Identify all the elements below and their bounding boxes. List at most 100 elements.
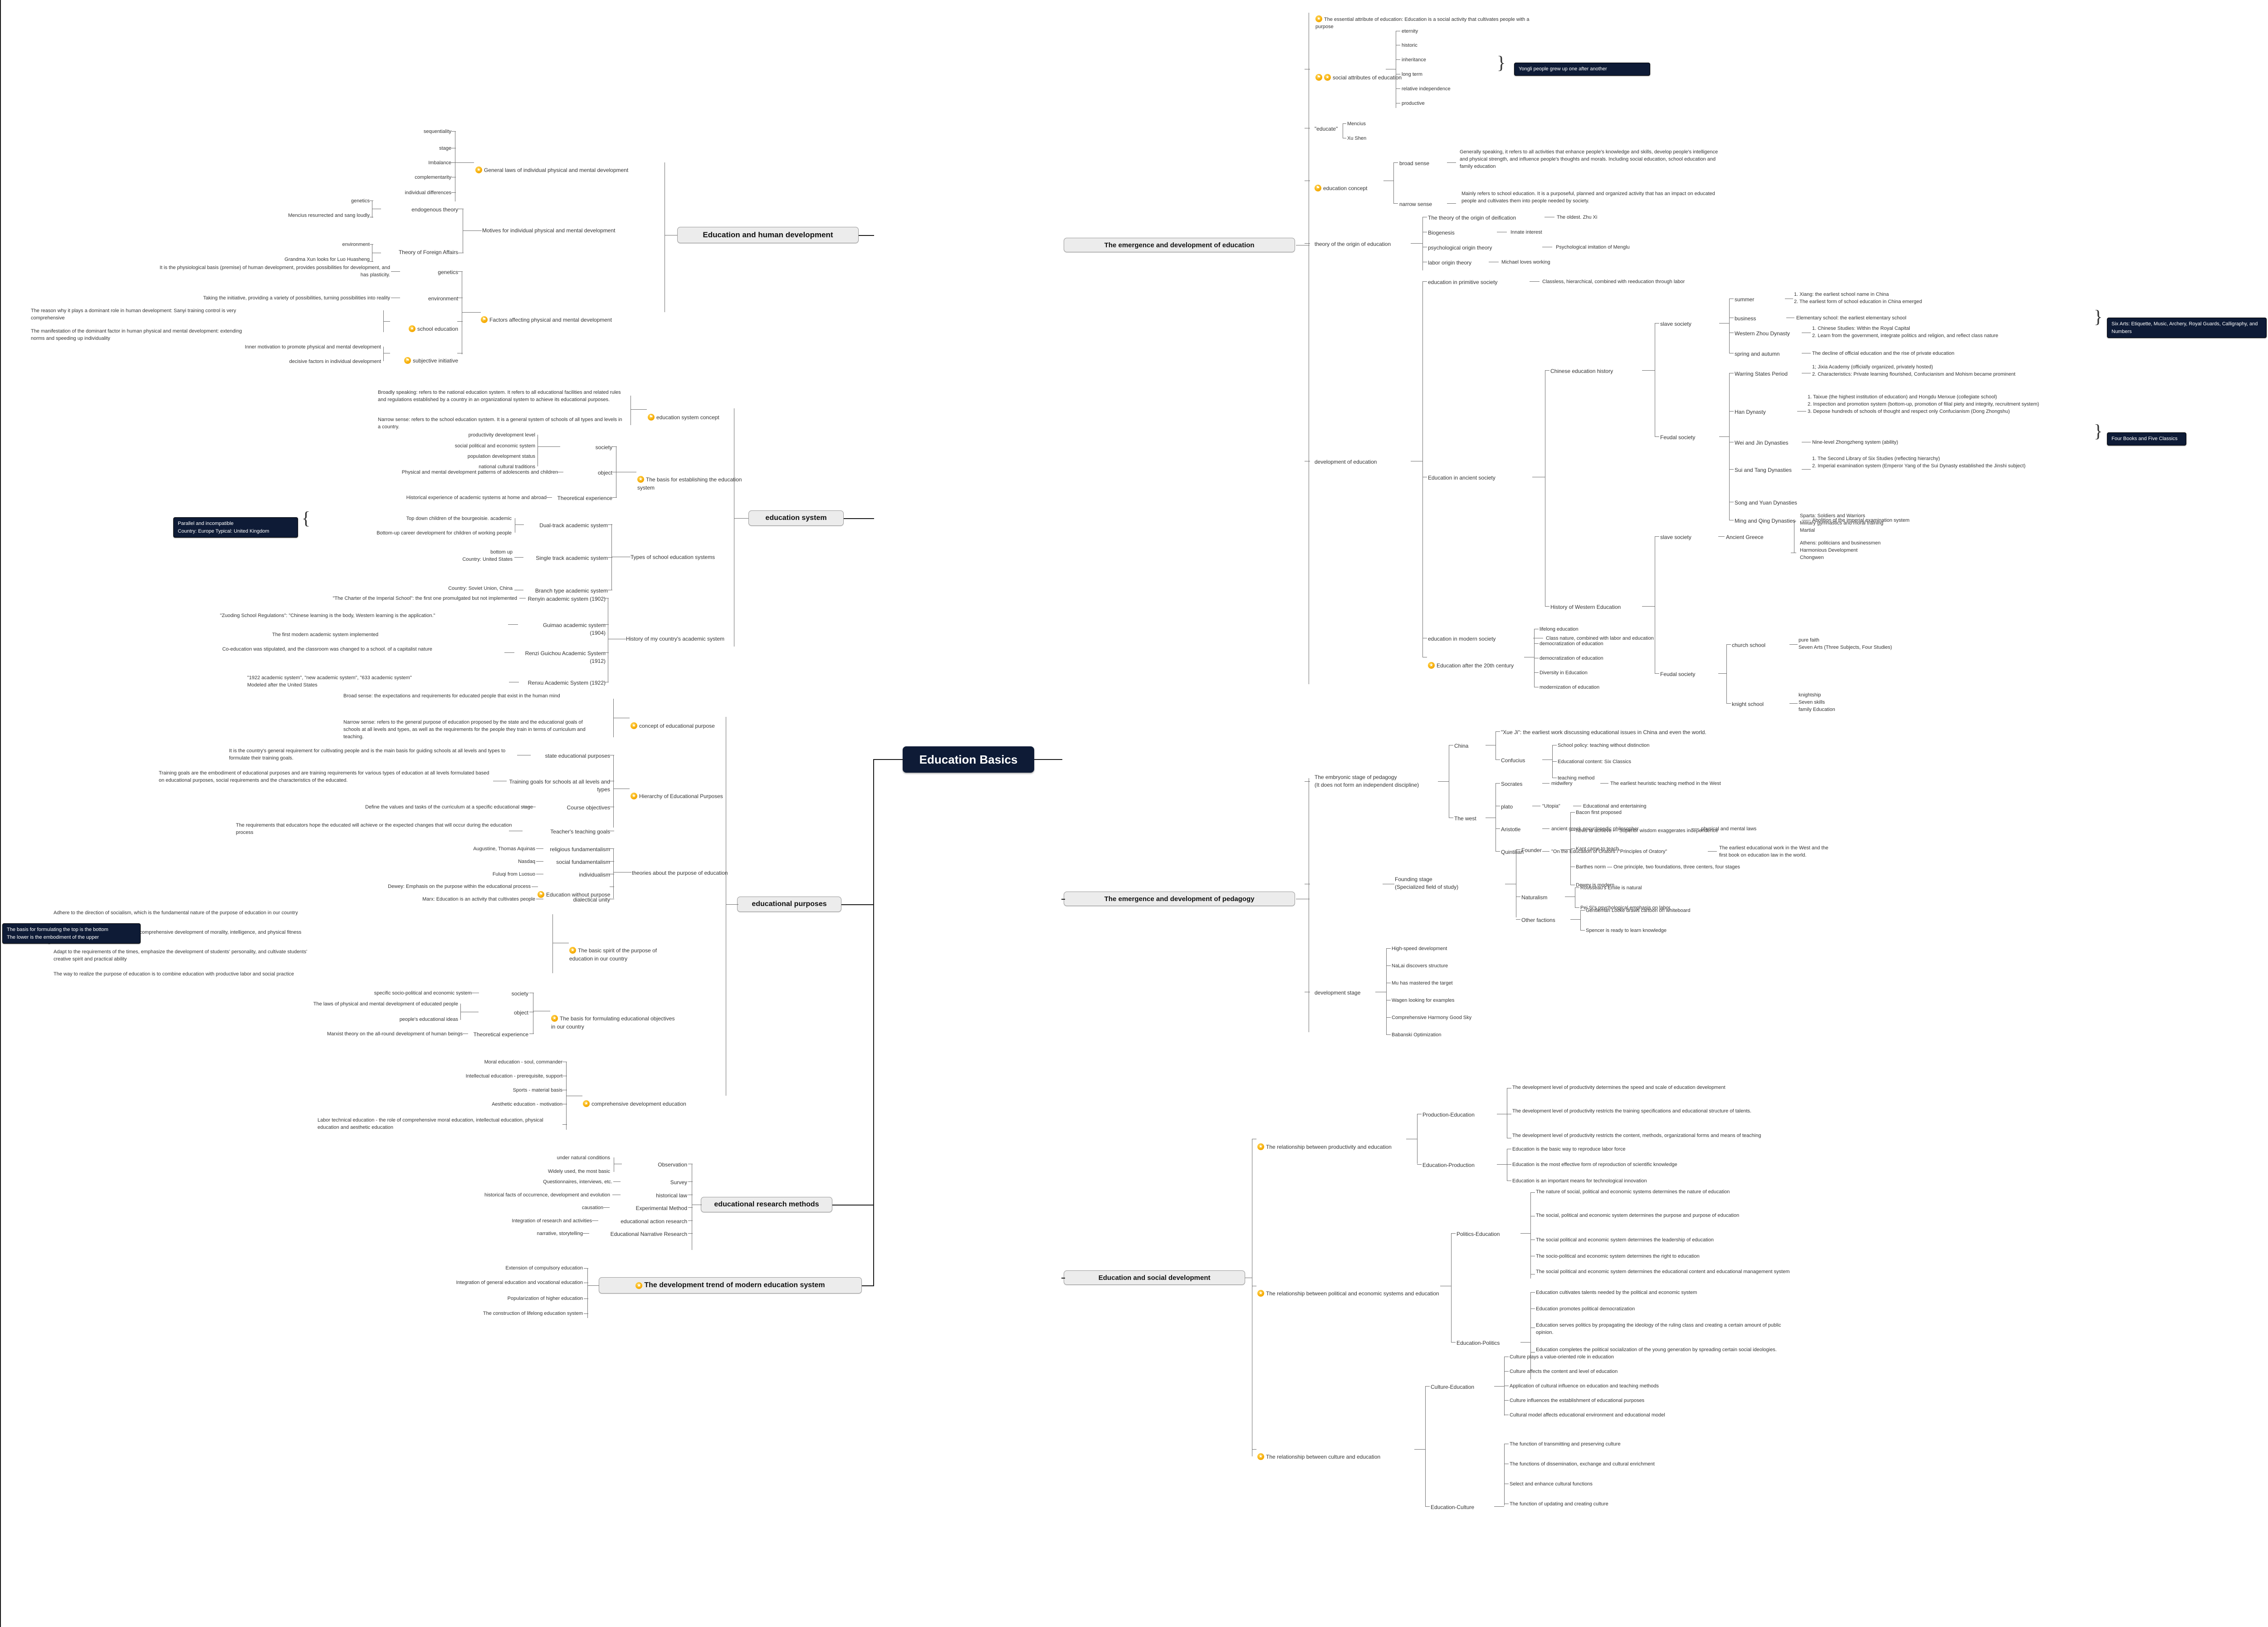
- node-founding-stage[interactable]: Founding stage (Specialized field of stu…: [1395, 876, 1459, 891]
- leaf-social-determines-purpose[interactable]: The social, political and economic syste…: [1536, 1213, 1740, 1218]
- leaf-historical-exp[interactable]: Historical experience of academic system…: [406, 495, 547, 500]
- leaf-grandma-xun[interactable]: Grandma Xun looks for Luo Huasheng: [284, 257, 370, 262]
- leaf-mainly-school[interactable]: Mainly refers to school education. It is…: [1461, 191, 1715, 204]
- node-course-objectives[interactable]: Course objectives: [567, 804, 610, 811]
- node-western-edu-history[interactable]: History of Western Education: [1550, 604, 1621, 610]
- node-education-system-concept[interactable]: education system concept: [648, 406, 748, 422]
- leaf-mingqing-desc[interactable]: Abolition of the imperial examination sy…: [1812, 518, 1910, 523]
- leaf-marx[interactable]: Marx: Education is an activity that cult…: [422, 897, 535, 902]
- leaf-historical-facts[interactable]: historical facts of occurrence, developm…: [484, 1192, 610, 1198]
- leaf-business-desc[interactable]: Elementary school: the earliest elementa…: [1796, 315, 1906, 321]
- leaf-teacher-req[interactable]: The requirements that educators hope the…: [236, 823, 512, 835]
- node-confucius[interactable]: Confucius: [1501, 757, 1525, 764]
- node-psych-origin[interactable]: psychological origin theory: [1428, 245, 1492, 251]
- leaf-democratization-1[interactable]: democratization of education: [1540, 641, 1603, 647]
- leaf-moral-education[interactable]: Moral education - soul, commander: [484, 1059, 562, 1065]
- leaf-social-political[interactable]: social political and economic system: [455, 443, 535, 449]
- leaf-es-broad[interactable]: Broadly speaking: refers to the national…: [378, 390, 621, 402]
- leaf-spencer[interactable]: Spencer is ready to learn knowledge: [1586, 928, 1667, 933]
- node-observation[interactable]: Observation: [658, 1161, 687, 1168]
- leaf-productive[interactable]: productive: [1402, 101, 1425, 106]
- node-hierarchy-purposes[interactable]: Hierarchy of Educational Purposes: [631, 785, 739, 801]
- leaf-zuoding[interactable]: "Zuoding School Regulations": "Chinese l…: [220, 613, 435, 618]
- leaf-laws-physical[interactable]: The laws of physical and mental developm…: [313, 1001, 458, 1007]
- node-slave-society-west[interactable]: slave society: [1660, 534, 1691, 540]
- leaf-first-modern[interactable]: The first modern academic system impleme…: [272, 632, 379, 637]
- node-modern-society-edu[interactable]: education in modern society: [1428, 636, 1496, 642]
- node-ep-society[interactable]: society: [511, 990, 528, 997]
- node-culture-education[interactable]: Culture-Education: [1431, 1384, 1475, 1390]
- callout-basic-spirit[interactable]: The basis for formulating the top is the…: [2, 923, 141, 944]
- node-chinese-edu-history[interactable]: Chinese education history: [1550, 368, 1613, 374]
- leaf-marxist-theory[interactable]: Marxist theory on the all-round developm…: [327, 1031, 463, 1037]
- node-es-society[interactable]: society: [595, 444, 612, 451]
- leaf-edu-entertaining[interactable]: Educational and entertaining: [1583, 804, 1647, 809]
- leaf-social-determines-leadership[interactable]: The social political and economic system…: [1536, 1237, 1714, 1243]
- node-ming-qing[interactable]: Ming and Qing Dynasties: [1735, 518, 1796, 524]
- leaf-warring-desc[interactable]: 1; Jixia Academy (officially organized, …: [1812, 364, 2016, 377]
- leaf-causation[interactable]: causation: [582, 1205, 603, 1210]
- leaf-aesthetic-education[interactable]: Aesthetic education - motivation: [492, 1102, 562, 1107]
- node-church-school[interactable]: church school: [1732, 642, 1766, 648]
- root-node[interactable]: Education Basics: [903, 746, 1034, 773]
- leaf-physiological-basis[interactable]: It is the physiological basis (premise) …: [159, 265, 390, 278]
- leaf-dominant-factor[interactable]: The manifestation of the dominant factor…: [31, 328, 242, 341]
- node-ancient-greece[interactable]: Ancient Greece: [1726, 534, 1764, 540]
- leaf-integration-research[interactable]: Integration of research and activities: [512, 1218, 592, 1224]
- leaf-spring-desc[interactable]: The decline of official education and th…: [1812, 351, 1955, 356]
- node-song-yuan[interactable]: Song and Yuan Dynasties: [1735, 500, 1797, 506]
- leaf-questionnaires[interactable]: Questionnaires, interviews, etc.: [543, 1179, 612, 1185]
- leaf-1922-system[interactable]: "1922 academic system", "new academic sy…: [247, 675, 412, 688]
- leaf-psych-imitation[interactable]: Psychological imitation of Menglu: [1556, 245, 1630, 250]
- node-social-fund[interactable]: social fundamentalism: [556, 859, 610, 865]
- leaf-diversity[interactable]: Diversity in Education: [1540, 670, 1588, 676]
- callout-dual-track[interactable]: Parallel and incompatible Country: Europ…: [173, 517, 298, 538]
- node-branch-type[interactable]: Branch type academic system: [535, 588, 608, 594]
- leaf-knightship[interactable]: knightship Seven skills family Education: [1799, 692, 1835, 712]
- leaf-han-desc[interactable]: 1. Taixue (the highest institution of ed…: [1808, 394, 2039, 414]
- leaf-stage[interactable]: stage: [439, 146, 451, 151]
- leaf-sequentiality[interactable]: sequentiality: [423, 129, 451, 134]
- leaf-weijin-desc[interactable]: Nine-level Zhongzheng system (ability): [1812, 440, 1898, 445]
- leaf-decisive-factors[interactable]: decisive factors in individual developme…: [289, 359, 381, 364]
- node-state-purposes[interactable]: state educational purposes: [545, 753, 610, 759]
- node-wei-jin[interactable]: Wei and Jin Dynasties: [1735, 440, 1789, 446]
- node-renxu[interactable]: Renxu Academic System (1922): [528, 680, 606, 686]
- leaf-dominant-role[interactable]: The reason why it plays a dominant role …: [31, 308, 236, 321]
- node-primitive-society[interactable]: education in primitive society: [1428, 279, 1498, 285]
- leaf-inner-motivation[interactable]: Inner motivation to promote physical and…: [244, 344, 381, 350]
- leaf-extension-compulsory[interactable]: Extension of compulsory education: [505, 1265, 583, 1271]
- leaf-modernization[interactable]: modernization of education: [1540, 685, 1600, 690]
- node-dev-of-education[interactable]: development of education: [1315, 459, 1377, 465]
- leaf-prod-level-restricts-content[interactable]: The development level of productivity re…: [1512, 1133, 1761, 1138]
- node-narrative-research[interactable]: Educational Narrative Research: [610, 1231, 687, 1237]
- leaf-socio-determines-right[interactable]: The socio-political and economic system …: [1536, 1254, 1700, 1259]
- leaf-intellectual-education[interactable]: Intellectual education - prerequisite, s…: [465, 1073, 562, 1079]
- leaf-realize-purpose[interactable]: The way to realize the purpose of educat…: [54, 971, 294, 977]
- leaf-productivity-level[interactable]: productivity development level: [468, 432, 535, 438]
- node-socrates[interactable]: Socrates: [1501, 781, 1523, 787]
- node-other-factions[interactable]: Other factions: [1521, 917, 1555, 923]
- leaf-heuristic-west[interactable]: The earliest heuristic teaching method i…: [1610, 781, 1721, 786]
- callout-six-arts[interactable]: Six Arts: Etiquette, Music, Archery, Roy…: [2107, 318, 2267, 338]
- node-after-20th[interactable]: Education after the 20th century: [1428, 654, 1541, 670]
- leaf-define-values[interactable]: Define the values and tasks of the curri…: [365, 804, 533, 810]
- node-biogenesis[interactable]: Biogenesis: [1428, 230, 1455, 236]
- node-slave-society-cn[interactable]: slave society: [1660, 321, 1691, 327]
- node-productivity-education[interactable]: The relationship between productivity an…: [1257, 1136, 1439, 1152]
- leaf-adapt-times[interactable]: Adapt to the requirements of the times, …: [54, 949, 308, 962]
- topic-emergence-pedagogy[interactable]: The emergence and development of pedagog…: [1064, 892, 1295, 906]
- leaf-zhou-desc[interactable]: 1. Chinese Studies: Within the Royal Cap…: [1812, 326, 1999, 338]
- node-theory-origin[interactable]: theory of the origin of education: [1315, 241, 1391, 247]
- leaf-bottom-up-career[interactable]: Bottom-up career development for childre…: [376, 530, 512, 536]
- node-education-concept[interactable]: education concept: [1315, 177, 1387, 193]
- node-founder[interactable]: Founder: [1521, 847, 1542, 853]
- leaf-oldest-zhuxi[interactable]: The oldest. Zhu Xi: [1557, 215, 1598, 220]
- leaf-news-achieve[interactable]: news to achieve — Superior wisdom exagge…: [1576, 828, 1718, 833]
- node-dual-track[interactable]: Dual-track academic system: [539, 522, 608, 529]
- leaf-coeducation[interactable]: Co-education was stipulated, and the cla…: [222, 647, 432, 652]
- leaf-summer-desc[interactable]: 1. Xiang: the earliest school name in Ch…: [1794, 292, 1922, 304]
- leaf-labor-technical[interactable]: Labor technical education - the role of …: [318, 1117, 543, 1130]
- node-guimao[interactable]: Guimao academic system (1904): [543, 622, 606, 637]
- node-history-academic-system[interactable]: History of my country's academic system: [626, 636, 725, 642]
